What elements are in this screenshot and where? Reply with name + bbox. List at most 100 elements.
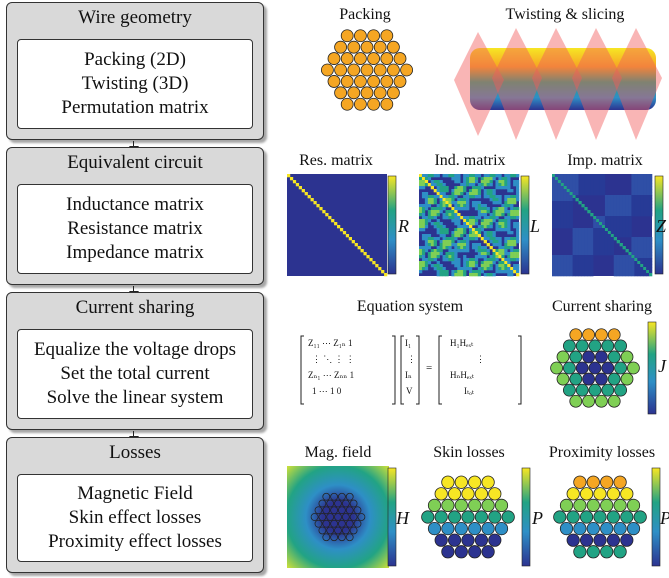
matrix-cell bbox=[448, 213, 452, 217]
matrix-cell bbox=[474, 228, 479, 232]
strand-circle bbox=[367, 75, 380, 88]
matrix-cell bbox=[469, 264, 473, 268]
matrix-cell bbox=[640, 237, 644, 241]
matrix-cell bbox=[433, 252, 437, 256]
matrix-cell bbox=[599, 183, 603, 187]
matrix-cell bbox=[631, 210, 635, 214]
matrix-cell bbox=[480, 252, 485, 256]
matrix-cell bbox=[554, 255, 559, 259]
matrix-cell bbox=[442, 246, 446, 250]
matrix-cell bbox=[560, 216, 565, 220]
matrix-cell bbox=[593, 252, 597, 256]
matrix-cell bbox=[421, 213, 426, 217]
matrix-cell bbox=[572, 261, 576, 265]
matrix-cell bbox=[477, 174, 482, 178]
matrix-cell bbox=[466, 177, 470, 181]
matrix-cell bbox=[560, 270, 565, 274]
matrix-cell bbox=[301, 189, 305, 193]
matrix-cell bbox=[649, 255, 653, 259]
matrix-cell bbox=[504, 177, 508, 181]
matrix-cell bbox=[419, 270, 423, 274]
step-item: Impedance matrix bbox=[66, 242, 204, 263]
matrix-cell bbox=[552, 189, 556, 193]
matrix-cell bbox=[424, 207, 429, 211]
matrix-cell bbox=[466, 222, 470, 226]
ind-colorbar bbox=[520, 175, 530, 275]
matrix-cell bbox=[424, 249, 429, 253]
matrix-cell bbox=[631, 177, 635, 181]
matrix-cell bbox=[492, 177, 496, 181]
matrix-cell bbox=[649, 189, 653, 193]
matrix-cell bbox=[504, 222, 508, 226]
strand-outline bbox=[349, 499, 358, 508]
res-colorbar bbox=[387, 175, 397, 275]
matrix-cell bbox=[442, 273, 446, 277]
strand-loss-circle bbox=[586, 545, 600, 559]
matrix-cell bbox=[622, 225, 626, 229]
matrix-cell bbox=[466, 201, 470, 205]
matrix-cell bbox=[436, 189, 440, 193]
matrix-cell bbox=[486, 249, 490, 253]
matrix-cell bbox=[501, 210, 505, 214]
matrix-cell bbox=[643, 258, 647, 262]
step-title: Losses bbox=[109, 442, 161, 463]
matrix-cell bbox=[554, 267, 559, 271]
matrix-cell bbox=[319, 207, 323, 211]
matrix-cell bbox=[463, 177, 467, 181]
matrix-cell bbox=[483, 246, 487, 250]
matrix-cell bbox=[480, 177, 485, 181]
matrix-cell bbox=[469, 219, 473, 223]
matrix-cell bbox=[587, 246, 591, 250]
matrix-cell bbox=[625, 219, 629, 223]
matrix-cell bbox=[634, 192, 638, 196]
matrix-cell bbox=[643, 240, 647, 244]
matrix-cell bbox=[599, 237, 603, 241]
matrix-cell bbox=[607, 204, 612, 208]
step-item: Resistance matrix bbox=[67, 218, 203, 239]
matrix-cell bbox=[498, 255, 502, 259]
matrix-cell bbox=[557, 267, 562, 271]
matrix-cell bbox=[507, 222, 511, 226]
strand-current-circle bbox=[588, 361, 602, 375]
matrix-cell bbox=[631, 246, 635, 250]
matrix-cell bbox=[489, 213, 493, 217]
matrix-cell bbox=[599, 240, 603, 244]
matrix-cell bbox=[560, 273, 565, 277]
matrix-cell bbox=[640, 183, 644, 187]
matrix-cell bbox=[448, 252, 452, 256]
strand-circle bbox=[393, 52, 407, 65]
matrix-cell bbox=[430, 174, 435, 178]
matrix-cell bbox=[457, 180, 461, 184]
matrix-cell bbox=[495, 228, 499, 232]
matrix-cell bbox=[486, 225, 490, 229]
matrix-cell bbox=[445, 198, 449, 202]
matrix-cell bbox=[616, 204, 620, 208]
matrix-cell bbox=[616, 195, 620, 199]
matrix-cell bbox=[631, 207, 635, 211]
matrix-cell bbox=[460, 225, 464, 229]
strand-current-circle bbox=[582, 328, 595, 342]
matrix-cell bbox=[471, 222, 476, 226]
strand-current-circle bbox=[601, 339, 615, 353]
matrix-cell bbox=[584, 231, 588, 235]
matrix-cell bbox=[507, 270, 511, 274]
matrix-cell bbox=[619, 267, 623, 271]
matrix-cell bbox=[466, 264, 470, 268]
matrix-cell bbox=[483, 234, 487, 238]
matrix-cell bbox=[554, 222, 559, 226]
matrix-cell bbox=[460, 240, 464, 244]
step-item: Proximity effect losses bbox=[48, 531, 222, 552]
matrix-cell bbox=[477, 249, 482, 253]
matrix-cell bbox=[445, 231, 449, 235]
matrix-cell bbox=[466, 192, 470, 196]
matrix-cell bbox=[560, 255, 565, 259]
matrix-cell bbox=[572, 240, 576, 244]
strand-loss-circle bbox=[573, 521, 587, 536]
matrix-cell bbox=[625, 234, 629, 238]
matrix-cell bbox=[613, 261, 618, 265]
matrix-cell bbox=[622, 270, 626, 274]
matrix-cell bbox=[584, 183, 588, 187]
matrix-cell bbox=[433, 264, 437, 268]
matrix-cell bbox=[463, 240, 467, 244]
matrix-cell bbox=[463, 255, 467, 259]
